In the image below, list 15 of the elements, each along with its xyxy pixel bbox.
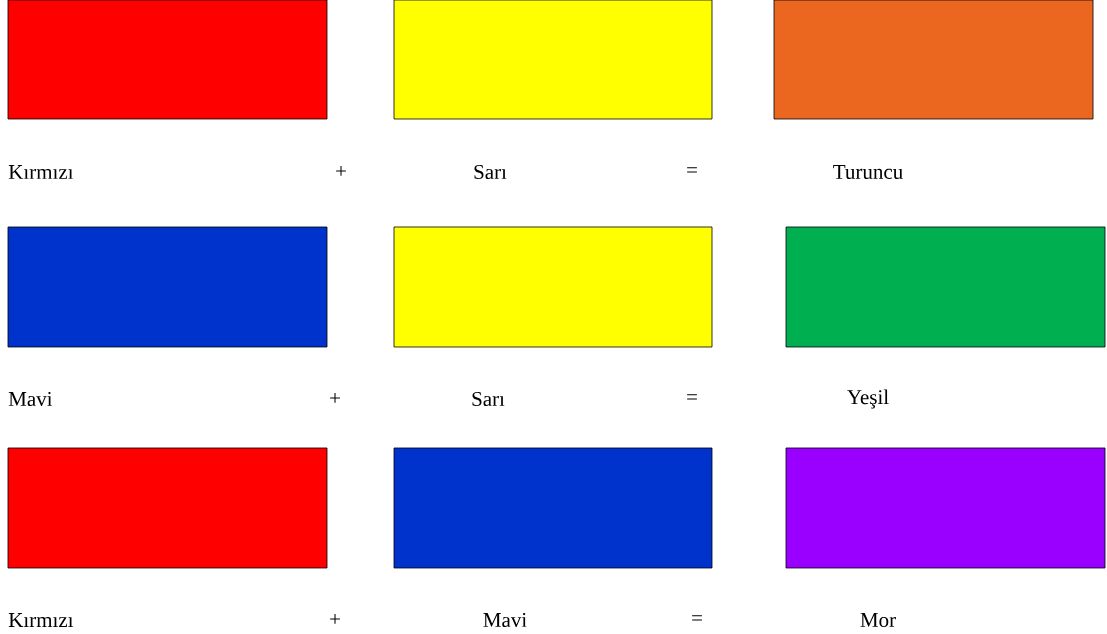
operator-symbol: = (687, 167, 697, 173)
color-name: Mavi (8, 391, 53, 407)
color-name: Kırmızı (8, 613, 74, 627)
operator-symbol: + (336, 166, 346, 176)
color-name: Mor (860, 613, 896, 627)
color-name: Mavi (483, 612, 527, 628)
color-name: Yeşil (847, 389, 889, 409)
color-name: Sarı (474, 164, 507, 180)
operator-symbol: = (692, 615, 702, 621)
color-name: Kırmızı (8, 165, 74, 179)
color-name: Turuncu (833, 165, 903, 179)
operator-symbol: + (330, 614, 340, 624)
operator-symbol: + (330, 393, 340, 403)
color-name: Sarı (472, 391, 505, 407)
operator-symbol: = (687, 394, 697, 400)
